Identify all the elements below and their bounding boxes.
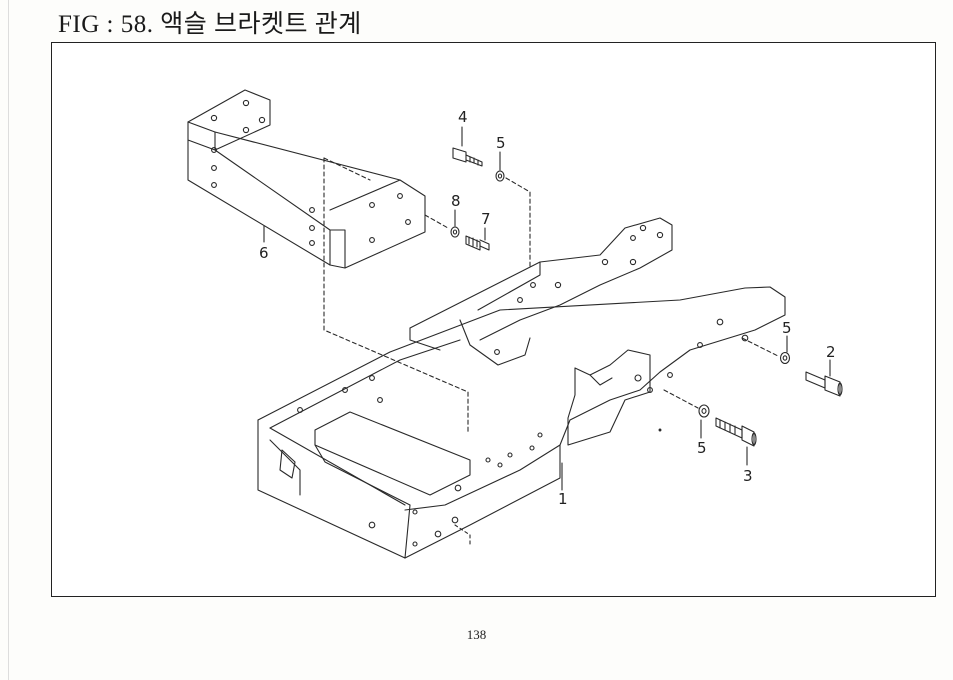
bracket-part-6 [187, 89, 469, 433]
phantom-line-bracket [424, 214, 449, 229]
washer-part-8 [450, 226, 460, 238]
leader-lines [263, 126, 831, 491]
bolt-part-2 [805, 371, 843, 397]
callout-1: 1 [558, 490, 568, 508]
callout-4: 4 [458, 108, 468, 126]
callout-5-top: 5 [496, 134, 506, 152]
phantom-line-right-upper [741, 337, 779, 357]
bolt-part-7 [465, 235, 490, 251]
phantom-line-top [505, 177, 531, 267]
callout-6: 6 [259, 244, 269, 262]
phantom-line-right-lower [663, 389, 699, 409]
page-title: FIG : 58. 액슬 브라켓트 관계 [58, 11, 362, 38]
bolt-part-4 [452, 147, 483, 167]
callout-8: 8 [451, 192, 461, 210]
bolt-part-3 [715, 417, 757, 447]
callout-2: 2 [826, 343, 836, 361]
washer-part-5-right-lower [698, 404, 710, 418]
callout-3: 3 [743, 467, 753, 485]
callout-7: 7 [481, 210, 491, 228]
callout-5-right-upper: 5 [782, 319, 792, 337]
main-frame-part-1 [257, 217, 786, 559]
callout-5-right-lower: 5 [697, 439, 707, 457]
washer-part-5-right-upper [779, 351, 791, 365]
figure-frame [51, 42, 936, 597]
scan-edge-line [8, 0, 9, 680]
washer-part-5-top [495, 170, 505, 182]
page-number: 138 [466, 627, 487, 642]
